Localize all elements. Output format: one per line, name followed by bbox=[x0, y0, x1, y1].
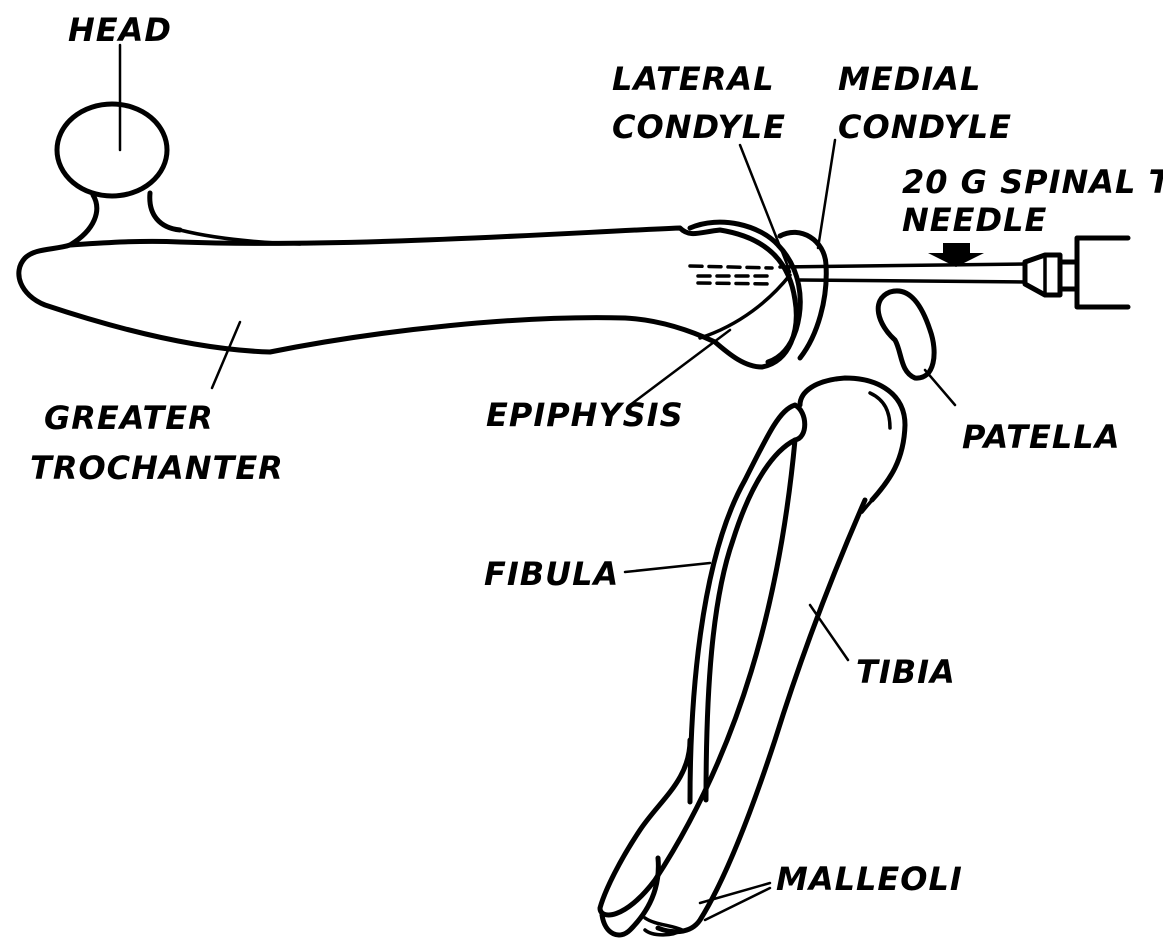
femoral-head bbox=[57, 104, 167, 196]
fibula bbox=[690, 405, 805, 802]
lateral-condyle-leader bbox=[740, 145, 790, 272]
tibia-condyle-ridge bbox=[870, 393, 890, 428]
epiphysis-leader bbox=[630, 330, 730, 405]
tibia-leader bbox=[810, 605, 848, 660]
label-greater-trochanter-line-2: TROCHANTER bbox=[30, 443, 284, 493]
label-head: HEAD bbox=[68, 13, 172, 47]
label-malleoli: MALLEOLI bbox=[776, 862, 963, 896]
needle-hub-collar bbox=[1060, 262, 1077, 289]
medial-condyle-leader bbox=[818, 140, 835, 248]
patella-leader bbox=[925, 370, 955, 405]
label-lateral-condyle: LATERAL CONDYLE bbox=[612, 55, 786, 151]
label-needle-line-2: NEEDLE bbox=[902, 201, 1163, 239]
femoral-neck bbox=[70, 193, 180, 245]
label-lateral-condyle-line-2: CONDYLE bbox=[612, 103, 786, 151]
spinal-tap-needle bbox=[780, 238, 1128, 307]
tibia-head bbox=[800, 378, 905, 500]
needle-shaft-top bbox=[780, 264, 1025, 267]
label-patella: PATELLA bbox=[962, 420, 1120, 454]
label-greater-trochanter: GREATER TROCHANTER bbox=[30, 393, 284, 493]
medial-condyle bbox=[780, 232, 826, 358]
needle-track bbox=[690, 266, 772, 284]
label-tibia: TIBIA bbox=[856, 655, 956, 689]
greater-trochanter-leader bbox=[212, 322, 240, 388]
label-epiphysis: EPIPHYSIS bbox=[486, 398, 684, 432]
needle-shaft-bottom bbox=[800, 280, 1025, 282]
patella bbox=[878, 291, 934, 378]
label-greater-trochanter-line-1: GREATER bbox=[30, 393, 284, 443]
fibula-leader bbox=[625, 563, 710, 572]
epiphysis-outline bbox=[690, 222, 800, 362]
label-lateral-condyle-line-1: LATERAL bbox=[612, 55, 786, 103]
label-medial-condyle: MEDIAL CONDYLE bbox=[838, 55, 1012, 151]
tibia-crest bbox=[862, 482, 887, 512]
needle-syringe-fitting bbox=[1077, 238, 1128, 307]
fibula-distal bbox=[602, 858, 658, 935]
label-medial-condyle-line-2: CONDYLE bbox=[838, 103, 1012, 151]
label-needle: 20 G SPINAL TAP NEEDLE bbox=[902, 163, 1163, 239]
femur-shaft bbox=[19, 228, 796, 367]
label-needle-line-1: 20 G SPINAL TAP bbox=[902, 163, 1163, 201]
label-fibula: FIBULA bbox=[484, 557, 619, 591]
needle-hub bbox=[1025, 255, 1060, 295]
label-medial-condyle-line-1: MEDIAL bbox=[838, 55, 1012, 103]
